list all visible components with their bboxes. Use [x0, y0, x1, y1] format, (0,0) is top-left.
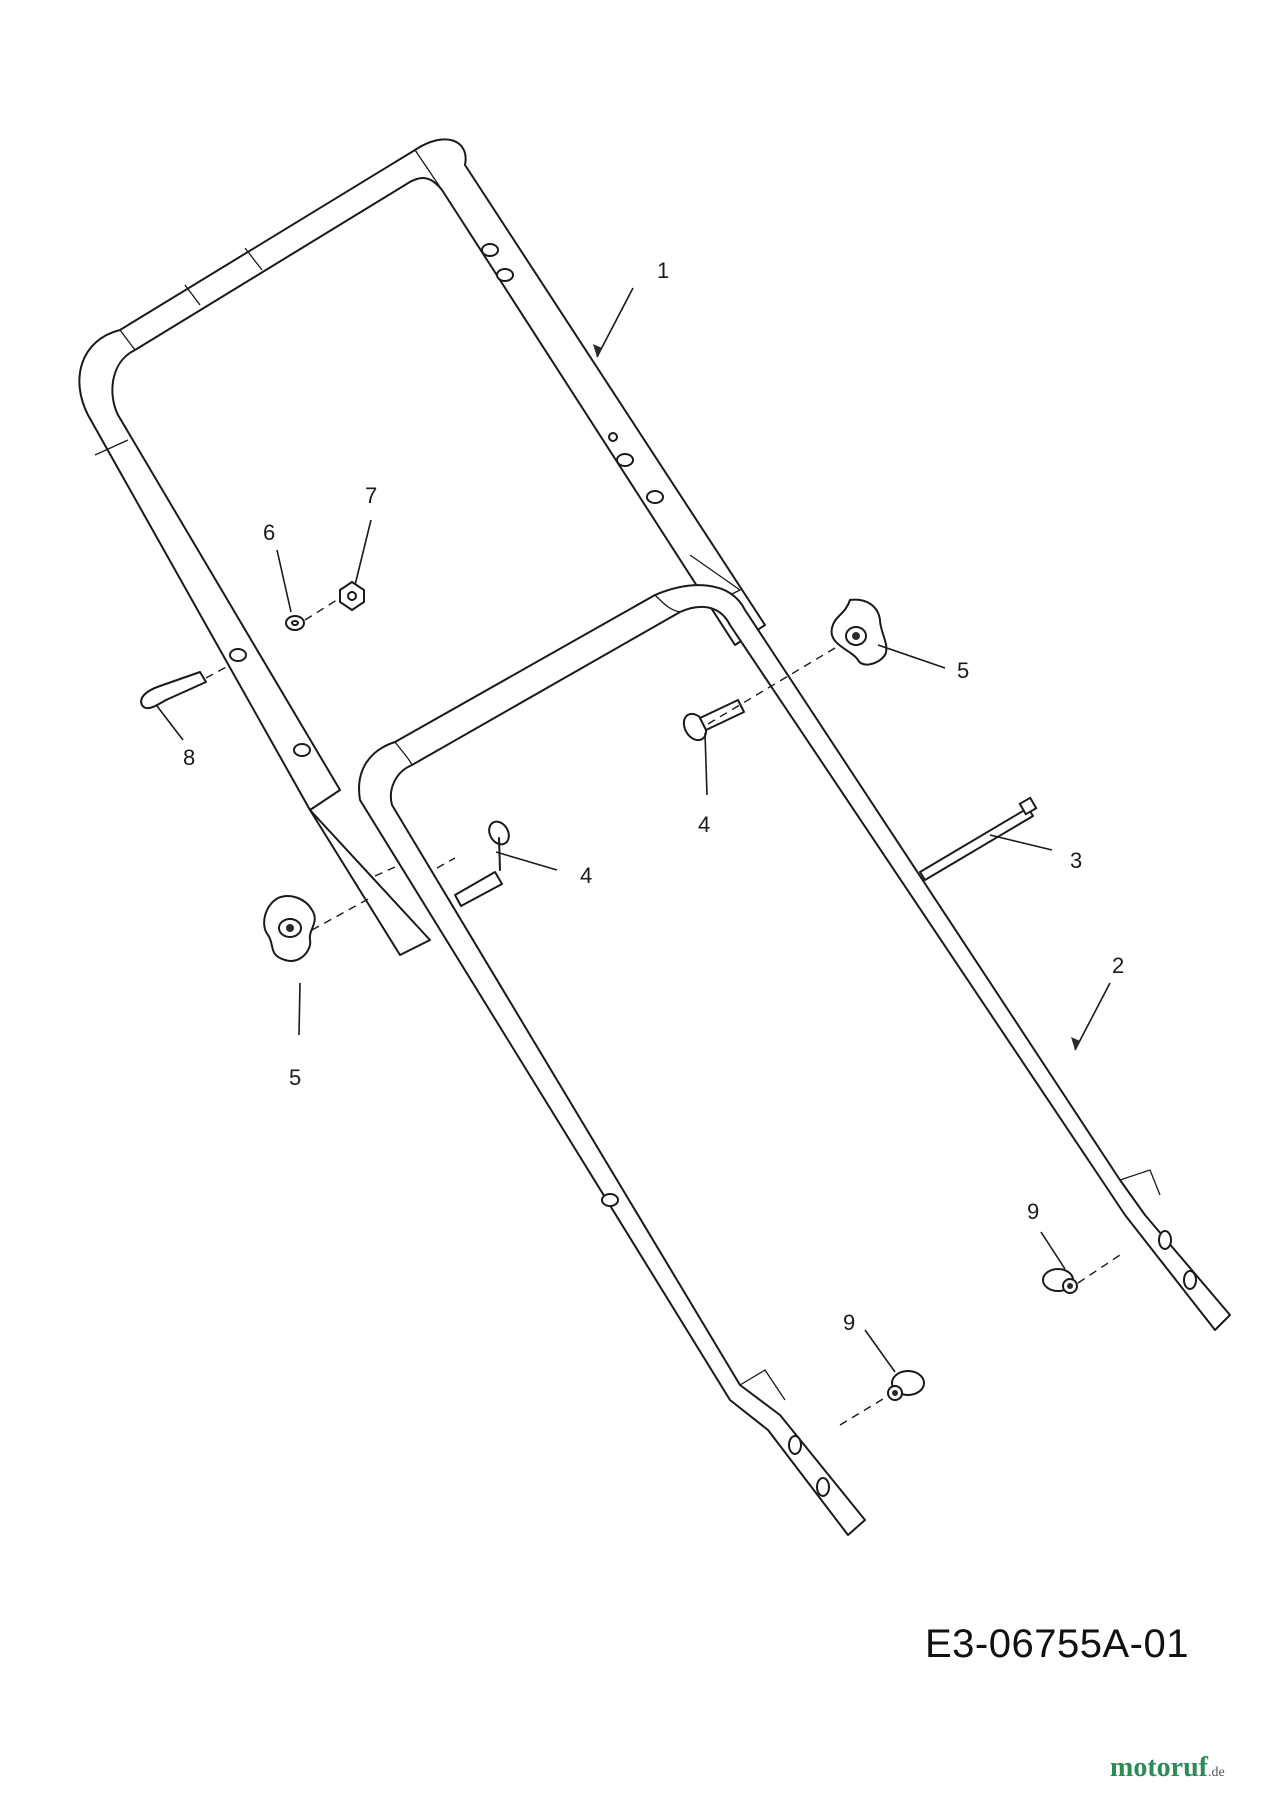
star-knob-upper [830, 598, 888, 666]
nut [339, 580, 365, 612]
watermark-brand: motoruf [1110, 1752, 1208, 1783]
carriage-bolt-lower [454, 820, 510, 907]
drawing-code: E3-06755A-01 [925, 1622, 1189, 1666]
upper-handle [78, 138, 766, 956]
star-knob-lower [263, 895, 316, 962]
callout-2: 2 [1112, 953, 1124, 978]
callout-3: 3 [1070, 848, 1082, 873]
lower-handle [358, 584, 1231, 1536]
callout-8: 8 [183, 745, 195, 770]
watermark-suffix: .de [1207, 1765, 1225, 1780]
callout-9-lower: 9 [843, 1310, 855, 1335]
leader-lines [156, 287, 1111, 1373]
callout-9-right: 9 [1027, 1199, 1039, 1224]
callout-labels: 1 2 3 4 4 5 5 6 7 8 9 9 [183, 258, 1124, 1335]
washer [285, 615, 305, 631]
callout-7: 7 [365, 483, 377, 508]
callout-5-upper: 5 [957, 658, 969, 683]
callout-5-lower: 5 [289, 1065, 301, 1090]
callout-1: 1 [657, 258, 669, 283]
watermark-logo: motoruf.de [1110, 1752, 1225, 1784]
callout-4-upper: 4 [698, 812, 710, 837]
quick-pin-right [1042, 1268, 1078, 1294]
cable-guide [140, 671, 207, 710]
callout-6: 6 [263, 520, 275, 545]
quick-pin-lower [887, 1370, 925, 1401]
callout-4-lower: 4 [580, 863, 592, 888]
cable-tie [919, 796, 1038, 881]
alignment-lines [205, 597, 1121, 1426]
